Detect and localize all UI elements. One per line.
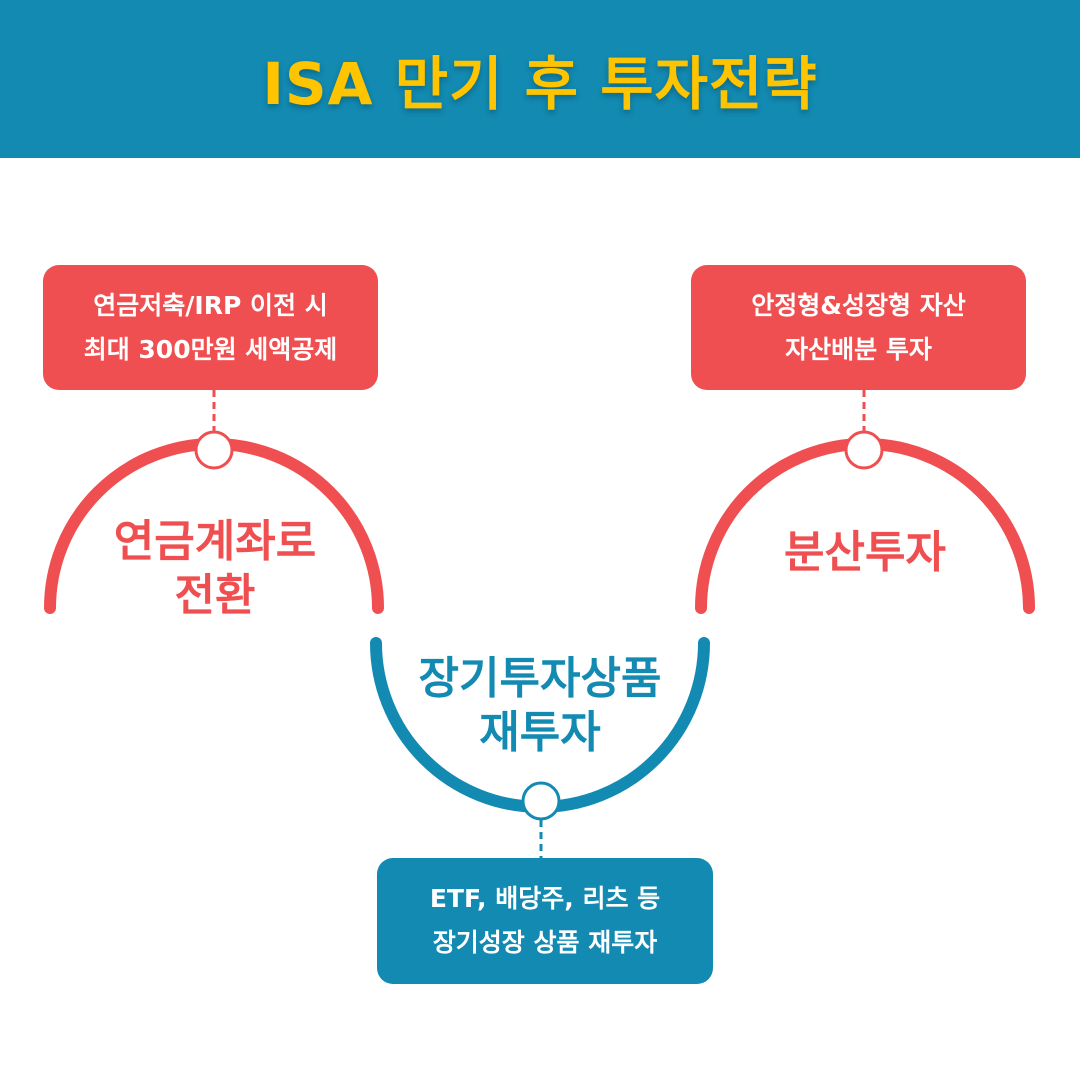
page-title: ISA 만기 후 투자전략 [262,50,818,118]
step3-label-line1: 분산투자 [784,527,946,578]
step1-detail-box: 연금저축/IRP 이전 시 최대 300만원 세액공제 [43,265,378,390]
node-left [194,430,234,470]
step3-detail-line1: 안정형&성장형 자산 [751,290,966,320]
node-right [844,430,884,470]
step2-detail-line2: 장기성장 상품 재투자 [432,928,658,957]
step3-label: 분산투자 [710,526,1020,580]
step2-detail-line1: ETF, 배당주, 리츠 등 [429,884,661,913]
node-middle [521,781,561,821]
step1-label: 연금계좌로 전환 [60,515,370,623]
step2-label: 장기투자상품 재투자 [380,652,700,760]
step2-label-line1: 장기투자상품 [418,653,662,704]
step2-detail-box: ETF, 배당주, 리츠 등 장기성장 상품 재투자 [377,858,713,984]
step1-detail-line2: 최대 300만원 세액공제 [83,334,338,364]
header-banner: ISA 만기 후 투자전략 [0,0,1080,158]
step3-detail-box: 안정형&성장형 자산 자산배분 투자 [691,265,1026,390]
step1-detail-line1: 연금저축/IRP 이전 시 [93,290,328,320]
step1-label-line2: 전환 [174,570,256,621]
step3-detail-line2: 자산배분 투자 [785,334,932,364]
step2-label-line2: 재투자 [479,707,601,758]
step1-label-line1: 연금계좌로 [113,516,317,567]
